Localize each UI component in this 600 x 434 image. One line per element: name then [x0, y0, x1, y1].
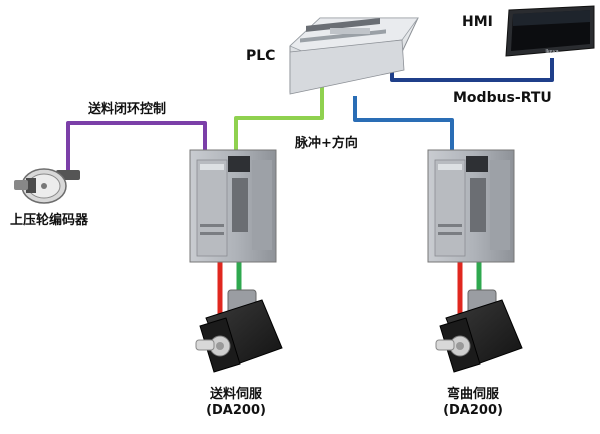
feed-servo-label: 送料伺服 (DA200)	[196, 387, 276, 419]
feed-loop-cable	[66, 121, 207, 175]
servo-drive-icon-1	[189, 149, 277, 263]
rotary-encoder-icon	[14, 168, 80, 204]
servo-motor-icon-2	[435, 289, 523, 373]
feed-loop-label: 送料闭环控制	[88, 102, 167, 117]
pulse-dir-label: 脉冲+方向	[295, 136, 358, 151]
plc-label: PLC	[246, 48, 276, 64]
hmi-touchscreen-icon: Ikeva	[505, 5, 595, 57]
modbus-cable	[390, 58, 554, 82]
feed-servo-name: 送料伺服	[209, 387, 262, 402]
encoder-label: 上压轮编码器	[10, 213, 89, 228]
plc-unit-icon	[289, 17, 419, 95]
modbus-label: Modbus-RTU	[453, 90, 552, 106]
svg-text:Ikeva: Ikeva	[545, 49, 558, 55]
feed-servo-model: (DA200)	[206, 403, 266, 418]
pulse-cable-drive2	[353, 96, 454, 152]
servo-motor-icon-1	[195, 289, 283, 373]
bend-servo-model: (DA200)	[443, 403, 503, 418]
servo-drive-icon-2	[427, 149, 515, 263]
bend-servo-name: 弯曲伺服	[446, 387, 499, 402]
bend-servo-label: 弯曲伺服 (DA200)	[433, 387, 513, 419]
pulse-cable-drive1	[234, 87, 324, 152]
hmi-label: HMI	[462, 14, 493, 30]
